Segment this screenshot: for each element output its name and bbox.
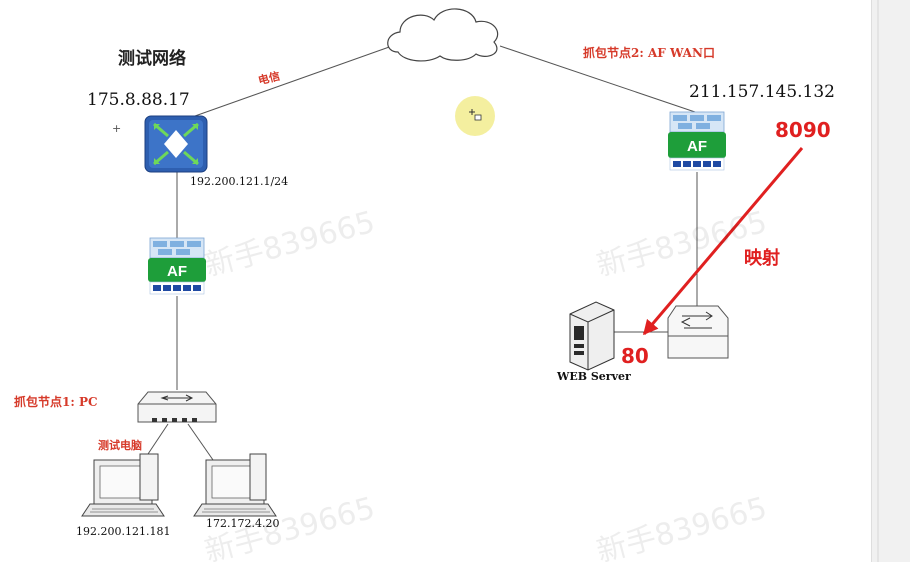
test-pc-label: 测试电脑: [98, 439, 142, 452]
web-server-label: WEB Server: [557, 370, 631, 383]
firewall-af-icon-right: [668, 111, 726, 171]
right-public-ip: 211.157.145.132: [689, 82, 836, 102]
topology-drawing: 新手839665 新手839665 新手839665 新手839665 AF A…: [81, 8, 804, 562]
scrollbar-pane[interactable]: [871, 0, 910, 562]
left-public-ip: 175.8.88.17: [87, 90, 190, 110]
firewall-label-left: AF: [167, 263, 187, 280]
switch-icon-left: [137, 391, 217, 423]
internal-port-label: 80: [621, 344, 649, 368]
plus-marker: +: [112, 122, 122, 135]
router-icon: [144, 115, 208, 173]
capture-node-1-label: 抓包节点1: PC: [14, 395, 98, 409]
mapping-label: 映射: [744, 248, 780, 269]
diagram-title: 测试网络: [118, 49, 186, 69]
link-cloud-to-right-af: [499, 45, 696, 113]
firewall-label-right: AF: [687, 138, 707, 155]
external-port-label: 8090: [775, 118, 831, 142]
internet-cloud-icon: [387, 8, 499, 62]
scrollbar-track[interactable]: [877, 0, 879, 562]
watermark-text-1: 新手839665: [201, 205, 379, 284]
pc2-ip-label: 172.172.4.20: [206, 517, 280, 530]
pc-icon-secondary: [193, 453, 277, 517]
watermark-text-4: 新手839665: [593, 491, 771, 562]
capture-node-2-label: 抓包节点2: AF WAN口: [583, 46, 715, 60]
pc1-ip-label: 192.200.121.181: [76, 525, 171, 538]
cursor-highlight-icon: [455, 96, 495, 136]
router-lan-ip: 192.200.121.1/24: [190, 175, 289, 188]
switch-icon-right: [667, 305, 729, 359]
watermark-group: 新手839665 新手839665 新手839665 新手839665: [201, 205, 771, 562]
port-mapping-arrow: [642, 147, 804, 336]
firewall-af-icon-left: [148, 237, 206, 295]
pc-icon-test-computer: [81, 453, 165, 517]
web-server-icon: [569, 301, 615, 371]
link-left-router-to-cloud: [194, 45, 393, 117]
